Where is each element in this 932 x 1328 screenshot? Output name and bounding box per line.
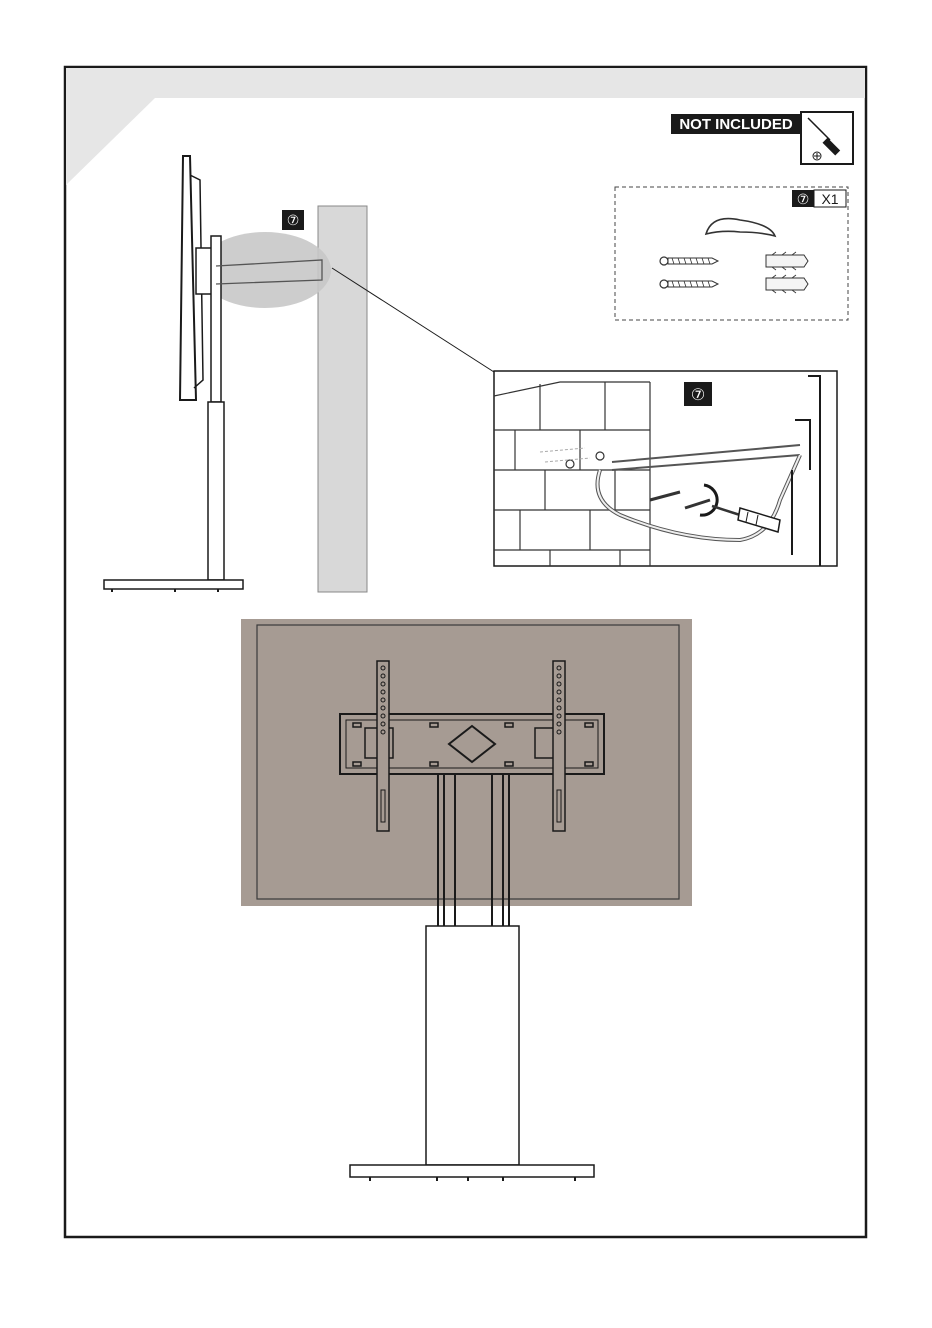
quantity-label: X1 [821,191,838,207]
parts-step-number: ⑦ [797,191,810,207]
upper-column [211,236,221,402]
detail-callout: ⑦ [494,371,837,566]
right-vertical-bracket [553,661,565,831]
detail-step-number: ⑦ [691,387,705,404]
tv-back-panel [241,619,692,906]
side-base [104,580,243,589]
side-step-number: ⑦ [287,212,300,228]
lower-column [208,402,224,580]
front-column [426,926,519,1165]
left-vertical-bracket [377,661,389,831]
front-base [350,1165,594,1177]
not-included-label: NOT INCLUDED [679,116,792,133]
detail-frame [494,371,837,566]
